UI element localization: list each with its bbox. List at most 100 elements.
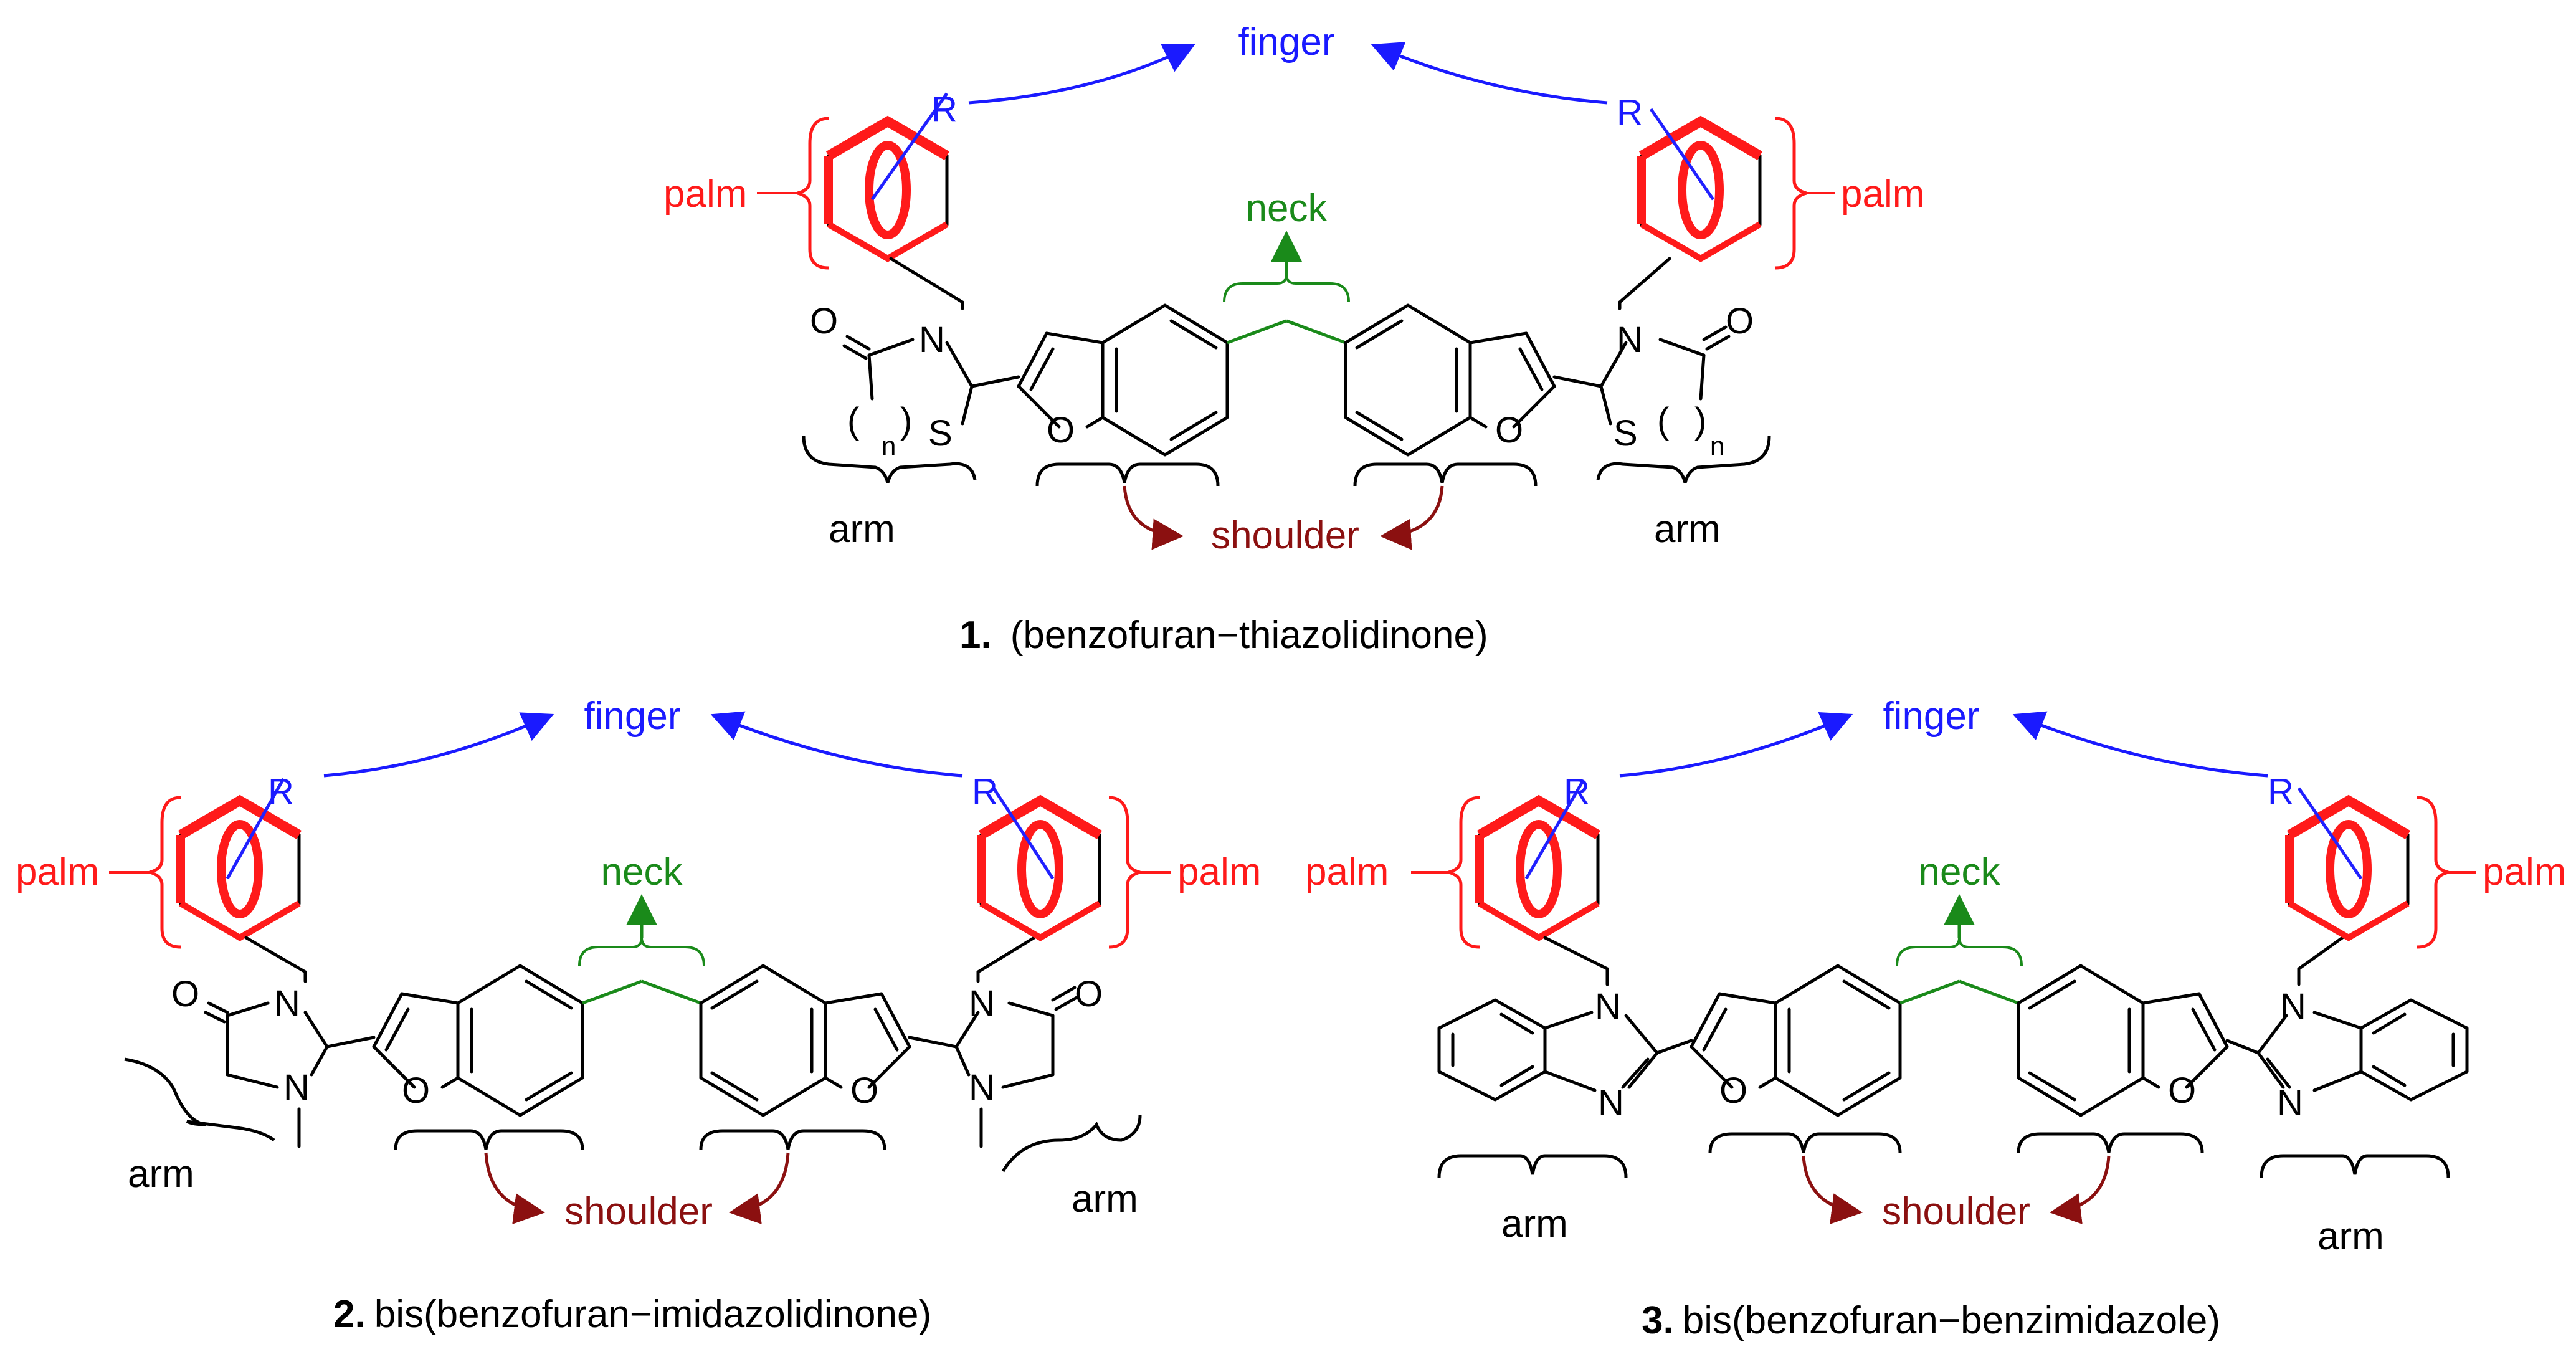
finger-label: finger <box>1238 21 1334 64</box>
r-substituent-bond <box>870 92 949 201</box>
svg-text:(: ( <box>1657 401 1669 441</box>
atom-o: O <box>1719 1070 1747 1111</box>
atom-n: N <box>919 320 945 360</box>
atom-n: N <box>969 983 995 1024</box>
svg-text:): ) <box>900 401 912 441</box>
benzene-ring-icon <box>829 121 947 259</box>
curly-brace-icon <box>1223 274 1350 303</box>
curly-brace-icon <box>394 1129 584 1150</box>
curved-arrow-icon <box>1123 485 1184 550</box>
neck-label: neck <box>601 850 683 893</box>
r-group-label: R <box>1564 771 1590 812</box>
curly-brace-icon <box>578 937 705 966</box>
curly-brace-icon <box>802 436 977 483</box>
palm-label: palm <box>663 173 747 216</box>
curly-brace-icon <box>149 796 181 949</box>
atom-o: O <box>1075 974 1103 1014</box>
arm-label: arm <box>128 1153 194 1196</box>
curly-brace-icon <box>1035 462 1220 487</box>
benzene-ring-icon <box>2289 801 2408 938</box>
curved-arrow-icon <box>968 44 1195 105</box>
curly-brace-icon <box>699 1129 886 1150</box>
curly-brace-icon <box>1001 1115 1142 1173</box>
benzene-ring-icon <box>1642 121 1760 259</box>
curly-brace-icon <box>1896 937 2023 966</box>
atom-n: N <box>2277 1083 2303 1123</box>
finger-label: finger <box>584 695 680 738</box>
arm-label: arm <box>829 508 895 551</box>
caption-3: 3.bis(benzofuran−benzimidazole) <box>1642 1299 2220 1342</box>
curly-brace-icon <box>1353 462 1538 487</box>
r-group-label: R <box>931 89 958 130</box>
finger-label: finger <box>1883 695 1979 738</box>
arm-label: arm <box>2317 1215 2384 1258</box>
benzene-ring-icon <box>181 801 299 938</box>
palm-label: palm <box>1841 173 1924 216</box>
palm-label: palm <box>16 850 99 893</box>
r-group-label: R <box>972 771 998 812</box>
atom-o: O <box>1495 410 1523 450</box>
subscript-n: n <box>1710 431 1724 460</box>
curly-brace-icon <box>124 1057 275 1142</box>
palm-label: palm <box>2483 850 2566 893</box>
r-group-label: R <box>1617 92 1643 133</box>
atom-n: N <box>1617 320 1643 360</box>
svg-text:(: ( <box>847 401 859 441</box>
curved-arrow-icon <box>1802 1155 1863 1224</box>
palm-label: palm <box>1305 850 1389 893</box>
curly-brace-icon <box>1108 796 1141 949</box>
arm-label: arm <box>1072 1178 1138 1221</box>
atom-o: O <box>402 1070 430 1111</box>
atom-n: N <box>969 1067 995 1108</box>
curly-brace-icon <box>2017 1132 2204 1153</box>
caption-2: 2.bis(benzofuran−imidazolidinone) <box>333 1293 931 1336</box>
atom-n: N <box>1598 1083 1624 1123</box>
svg-text:): ) <box>1694 401 1706 441</box>
atom-n: N <box>2280 986 2306 1027</box>
atom-o: O <box>171 974 199 1014</box>
atom-n: N <box>283 1067 310 1108</box>
r-group-label: R <box>2268 771 2294 812</box>
curly-brace-icon <box>2417 796 2449 949</box>
atom-s: S <box>928 413 953 454</box>
curved-arrow-icon <box>710 711 963 778</box>
neck-label: neck <box>1919 850 2001 893</box>
subscript-n: n <box>882 431 896 460</box>
r-group-label: R <box>268 771 294 812</box>
curved-arrow-icon <box>484 1152 545 1224</box>
neck-label: neck <box>1246 187 1328 230</box>
curved-arrow-icon <box>2012 711 2268 778</box>
shoulder-label: shoulder <box>1211 514 1359 557</box>
curly-brace-icon <box>797 117 829 270</box>
curved-arrow-icon <box>1380 485 1444 550</box>
curly-brace-icon <box>1596 436 1771 483</box>
arm-label: arm <box>1501 1202 1568 1245</box>
atom-n: N <box>1595 986 1621 1027</box>
atom-o: O <box>850 1070 878 1111</box>
atom-o: O <box>810 301 838 341</box>
compound-1: finger R palm N O S ( n ) O neck <box>663 21 1924 657</box>
atom-o: O <box>1726 301 1754 341</box>
shoulder-label: shoulder <box>564 1190 713 1233</box>
shoulder-label: shoulder <box>1882 1190 2030 1233</box>
curved-arrow-icon <box>729 1152 790 1224</box>
curved-arrow-icon <box>2050 1155 2111 1224</box>
curved-arrow-icon <box>323 712 554 778</box>
atom-o: O <box>1047 410 1075 450</box>
benzene-ring-icon <box>981 801 1100 938</box>
benzene-ring-icon <box>1480 801 1598 938</box>
curved-arrow-icon <box>1371 42 1608 105</box>
curly-brace-icon <box>2260 1154 2450 1178</box>
curly-brace-icon <box>1775 117 1807 270</box>
caption-1: 1.(benzofuran−thiazolidinone) <box>959 614 1488 657</box>
compound-2: finger R palm N O N O neck O <box>16 695 1261 1336</box>
atom-s: S <box>1614 413 1638 454</box>
atom-o: O <box>2168 1070 2196 1111</box>
atom-n: N <box>274 983 300 1024</box>
curly-brace-icon <box>1708 1132 1902 1153</box>
curly-brace-icon <box>1437 1154 1628 1178</box>
compound-3: finger R palm N N O neck O <box>1305 695 2566 1342</box>
arm-label: arm <box>1654 508 1721 551</box>
curly-brace-icon <box>1448 796 1480 949</box>
